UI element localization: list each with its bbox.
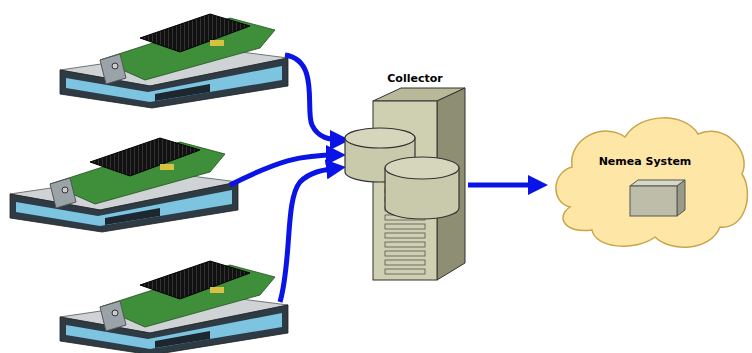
cloud-shape xyxy=(550,112,750,250)
connector-chip xyxy=(160,164,174,170)
input-arrows xyxy=(230,55,342,302)
capture-server xyxy=(10,138,238,232)
heatsink xyxy=(140,14,250,52)
node-heading: Collector xyxy=(360,72,470,85)
drive-slot xyxy=(385,242,425,247)
capture-server xyxy=(60,261,288,353)
connector-chip xyxy=(210,287,224,293)
flow-connector xyxy=(468,183,540,188)
drive-slot xyxy=(385,233,425,238)
drive-slot xyxy=(385,224,425,229)
flow-arrow xyxy=(285,55,342,140)
drive-slot xyxy=(385,260,425,265)
capture-server xyxy=(60,14,288,108)
module-box xyxy=(630,180,685,216)
port xyxy=(112,63,118,69)
card-bracket xyxy=(50,178,76,208)
server-group xyxy=(10,14,288,353)
front-grille xyxy=(105,208,160,225)
card-bracket xyxy=(100,54,126,84)
heatsink xyxy=(140,261,250,299)
front-grille xyxy=(155,331,210,348)
system-label: Nemea System xyxy=(570,155,720,168)
server-node: Collector xyxy=(340,68,468,283)
front-grille xyxy=(155,84,210,101)
cloud-node: Nemea System xyxy=(550,112,750,250)
connector-chip xyxy=(210,40,224,46)
port xyxy=(62,187,68,193)
collector-tower xyxy=(340,68,468,283)
disk-cylinder xyxy=(385,157,459,219)
flow-arrow xyxy=(280,168,338,302)
card-bracket xyxy=(100,301,126,331)
cloud-outline xyxy=(556,118,747,247)
heatsink xyxy=(90,138,200,176)
port xyxy=(112,310,118,316)
drive-slot xyxy=(385,251,425,256)
drive-slot xyxy=(385,269,425,274)
